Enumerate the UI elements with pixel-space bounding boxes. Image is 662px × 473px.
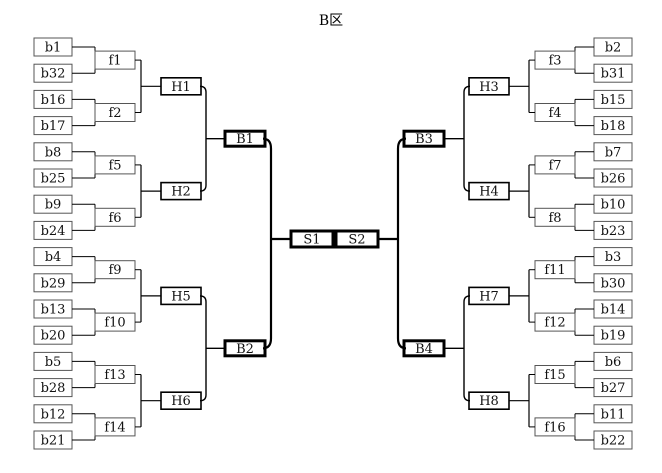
left-r1-f10-label: f10: [104, 316, 125, 331]
right-team-b6-label: b6: [605, 355, 622, 370]
left-team-b17-label: b17: [41, 119, 66, 134]
left-r1-f13-label: f13: [104, 368, 125, 383]
right-r3-join-1: [463, 295, 471, 402]
right-team-b26-label: b26: [601, 172, 626, 187]
left-r1-f1-label: f1: [108, 54, 121, 69]
right-team-b23-label: b23: [601, 224, 626, 239]
left-team-b1-label: b1: [45, 41, 62, 56]
right-team-b11-label: b11: [601, 407, 626, 422]
left-team-b21-label: b21: [41, 434, 66, 449]
left-r2-H1-label: H1: [171, 80, 191, 95]
right-r1-f16-label: f16: [544, 420, 565, 435]
left-r1-f6-label: f6: [108, 211, 121, 226]
right-r2-H8-label: H8: [479, 394, 499, 409]
left-team-b5-label: b5: [45, 355, 62, 370]
left-team-b32-label: b32: [41, 67, 66, 82]
right-team-b18-label: b18: [601, 119, 626, 134]
right-team-b7-label: b7: [605, 145, 622, 160]
left-team-b4-label: b4: [45, 250, 62, 265]
right-team-b2-label: b2: [605, 41, 622, 56]
right-semi-S2-box: [334, 229, 380, 249]
right-r1-f7-label: f7: [548, 158, 561, 173]
left-team-b25-label: b25: [41, 172, 66, 187]
left-r3-B2-label: B2: [236, 342, 254, 357]
right-r1-f15-label: f15: [544, 368, 565, 383]
left-r1-f9-label: f9: [108, 263, 121, 278]
left-r1-f5-label: f5: [108, 158, 121, 173]
left-semi-join: [262, 137, 273, 350]
left-semi-S1-box: [289, 229, 335, 249]
left-r3-join-0: [199, 85, 207, 192]
right-semi-S2-label: S2: [348, 233, 365, 248]
left-team-b9-label: b9: [45, 198, 62, 213]
right-team-b3-label: b3: [605, 250, 622, 265]
left-r3-B1-label: B1: [236, 132, 254, 147]
left-team-b20-label: b20: [41, 329, 66, 344]
right-team-b27-label: b27: [601, 381, 626, 396]
left-team-b8-label: b8: [45, 145, 62, 160]
right-r1-f11-label: f11: [544, 263, 565, 278]
page-title: B区: [318, 13, 344, 29]
right-r2-H3-label: H3: [479, 80, 499, 95]
right-semi-join: [396, 137, 407, 350]
right-r3-join-0: [463, 85, 471, 192]
left-team-b16-label: b16: [41, 93, 66, 108]
left-semi-S1-label: S1: [303, 233, 320, 248]
left-r2-H5-label: H5: [171, 289, 191, 304]
right-r2-H7-label: H7: [479, 289, 499, 304]
right-r1-f4-label: f4: [548, 106, 561, 121]
right-r1-f3-label: f3: [548, 54, 561, 69]
right-team-b10-label: b10: [601, 198, 626, 213]
right-team-b19-label: b19: [601, 329, 626, 344]
left-team-b28-label: b28: [41, 381, 66, 396]
right-r1-f12-label: f12: [544, 316, 565, 331]
left-team-b12-label: b12: [41, 407, 66, 422]
left-team-b13-label: b13: [41, 303, 66, 318]
right-team-b30-label: b30: [601, 276, 626, 291]
left-team-b29-label: b29: [41, 276, 66, 291]
right-r3-B3-label: B3: [415, 132, 433, 147]
right-r1-f8-label: f8: [548, 211, 561, 226]
left-r3-join-1: [199, 295, 207, 402]
right-team-b15-label: b15: [601, 93, 626, 108]
right-team-b14-label: b14: [601, 303, 626, 318]
left-team-b24-label: b24: [41, 224, 66, 239]
left-r1-f2-label: f2: [108, 106, 121, 121]
right-r3-B4-label: B4: [415, 342, 433, 357]
right-r2-H4-label: H4: [479, 185, 499, 200]
left-r1-f14-label: f14: [104, 420, 125, 435]
left-r2-H2-label: H2: [171, 185, 191, 200]
right-team-b31-label: b31: [601, 67, 626, 82]
left-r2-H6-label: H6: [171, 394, 191, 409]
right-team-b22-label: b22: [601, 434, 626, 449]
